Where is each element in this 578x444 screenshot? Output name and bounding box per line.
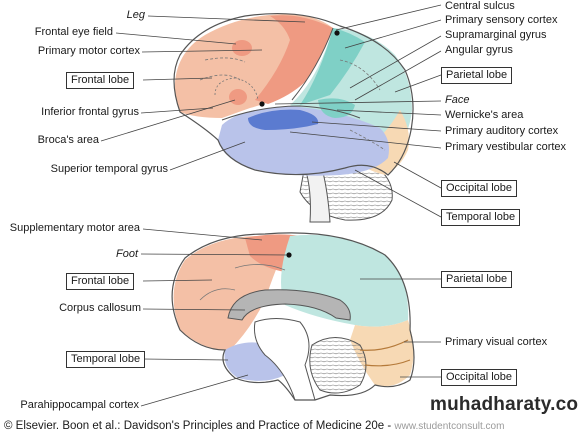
label-primary-auditory-cortex: Primary auditory cortex (445, 125, 559, 137)
label-occipital-lobe-bottom: Occipital lobe (441, 369, 518, 386)
label-superior-temporal-gyrus: Superior temporal gyrus (50, 163, 168, 175)
cortex-outline-medial (171, 232, 415, 401)
label-primary-motor-cortex: Primary motor cortex (37, 45, 140, 57)
brainstem-lateral (304, 167, 331, 223)
label-frontal-lobe-bottom: Frontal lobe (66, 273, 135, 290)
footer-separator: - (384, 420, 395, 432)
label-primary-vestibular-cortex: Primary vestibular cortex (445, 141, 567, 153)
foot-marker (286, 252, 292, 258)
frontal-eye-field (232, 40, 252, 56)
label-parahippocampal-cortex: Parahippocampal cortex (20, 399, 139, 411)
label-brocas-area: Broca's area (37, 134, 99, 146)
footer-credit: © Elsevier. Boon et al.: Davidson's Prin… (4, 420, 504, 432)
cortex-outline-lateral (173, 12, 414, 176)
label-frontal-lobe-top: Frontal lobe (66, 72, 135, 89)
footer-site-link[interactable]: www.studentconsult.com (394, 421, 505, 432)
cerebellum-medial (309, 337, 367, 394)
label-frontal-eye-field: Frontal eye field (34, 26, 113, 38)
label-parietal-lobe-top: Parietal lobe (441, 67, 513, 84)
lateral-sulcus-line (221, 105, 361, 121)
lateral-brain (100, 4, 442, 223)
auditory-area (248, 109, 319, 130)
motor-strip (255, 15, 333, 105)
leg-marker (334, 30, 340, 36)
label-foot: Foot (115, 248, 138, 260)
label-leg: Leg (126, 9, 145, 21)
label-temporal-lobe-top: Temporal lobe (441, 209, 521, 226)
central-sulcus-line (291, 27, 334, 101)
label-face: Face (445, 94, 470, 106)
label-angular-gyrus: Angular gyrus (445, 44, 513, 56)
label-corpus-callosum: Corpus callosum (59, 302, 141, 314)
label-wernickes-area: Wernicke's area (445, 109, 524, 121)
label-supplementary-motor-area: Supplementary motor area (9, 222, 140, 234)
footer-credit-text: © Elsevier. Boon et al.: Davidson's Prin… (4, 420, 385, 432)
brocas-area (229, 89, 247, 105)
corpus-callosum-shape (227, 289, 351, 321)
label-parietal-lobe-bottom: Parietal lobe (441, 271, 513, 288)
label-primary-visual-cortex: Primary visual cortex (445, 336, 548, 348)
label-temporal-lobe-bottom: Temporal lobe (66, 351, 146, 368)
label-primary-sensory-cortex: Primary sensory cortex (445, 14, 558, 26)
label-supramarginal-gyrus: Supramarginal gyrus (445, 29, 547, 41)
face-marker (259, 101, 265, 107)
label-central-sulcus: Central sulcus (445, 0, 515, 12)
label-inferior-frontal-gyrus: Inferior frontal gyrus (41, 106, 139, 118)
medial-brain (140, 228, 441, 407)
watermark-text: muhadharaty.com (430, 394, 578, 415)
label-occipital-lobe-top: Occipital lobe (441, 180, 518, 197)
